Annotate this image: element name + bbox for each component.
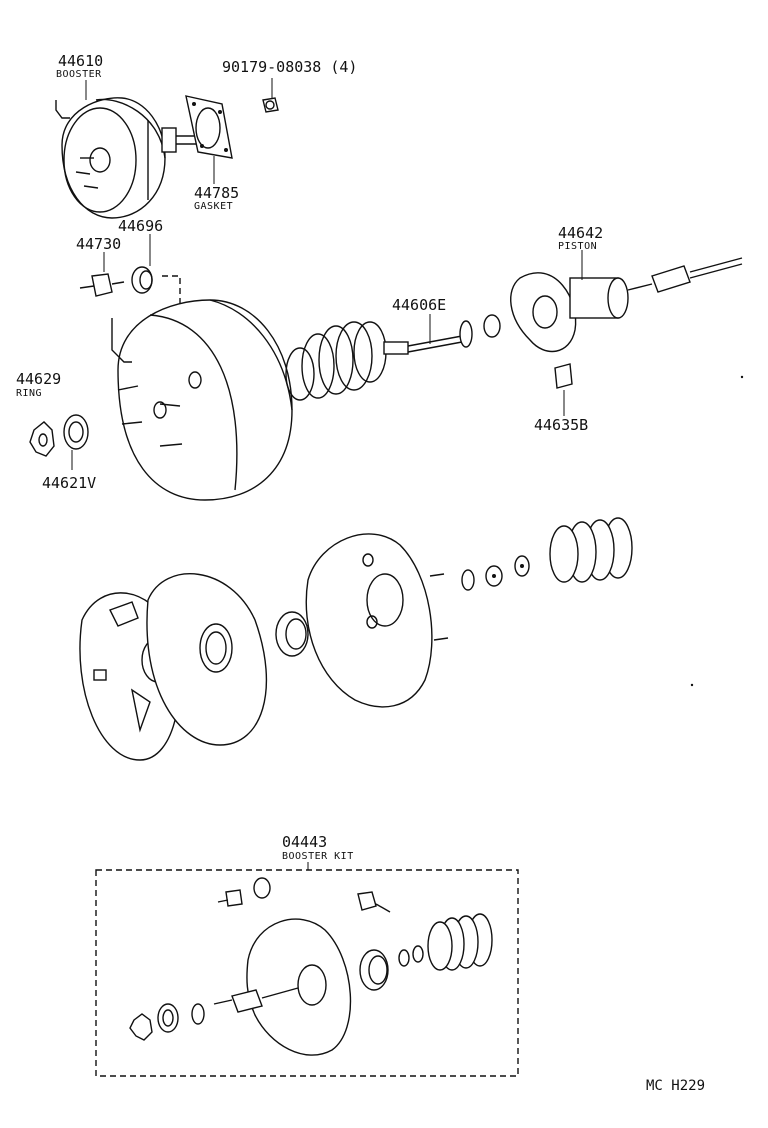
label-gasket: GASKET (194, 201, 233, 212)
label-44635b: 44635B (534, 416, 588, 434)
diaphragm-spring (285, 321, 387, 401)
shell-seal (275, 611, 309, 657)
label-44642: 44642 (558, 224, 603, 242)
label-booster-kit: BOOSTER KIT (282, 851, 354, 862)
label-44730: 44730 (76, 235, 121, 253)
rod-seal (63, 414, 89, 450)
figure-reference: MC H229 (646, 1078, 705, 1094)
check-valve (79, 273, 125, 297)
gasket (185, 95, 233, 159)
valve-key (554, 363, 573, 389)
front-shell (111, 299, 293, 501)
retaining-ring (29, 421, 55, 457)
label-44621v: 44621V (42, 474, 96, 492)
label-44785: 44785 (194, 184, 239, 202)
rear-shell (146, 573, 268, 746)
piston-boot (549, 517, 633, 583)
label-04443: 04443 (282, 833, 327, 851)
valve-washers (461, 555, 530, 591)
label-44606e: 44606E (392, 296, 446, 314)
label-ring: RING (16, 388, 42, 399)
label-44610: 44610 (58, 52, 103, 70)
label-booster: BOOSTER (56, 69, 102, 80)
nut (262, 97, 279, 113)
kit-boundary (95, 869, 519, 1077)
booster-assembly (55, 97, 196, 219)
push-rod (383, 314, 501, 355)
kit-parts (129, 877, 493, 1056)
grommet (131, 266, 153, 294)
scan-dot (740, 375, 744, 379)
label-44629: 44629 (16, 370, 61, 388)
label-piston: PISTON (558, 241, 597, 252)
label-90179-08038: 90179-08038 (4) (222, 58, 357, 76)
center-shell (305, 533, 449, 708)
piston (510, 257, 743, 353)
label-44696: 44696 (118, 217, 163, 235)
scan-dot (690, 683, 694, 687)
